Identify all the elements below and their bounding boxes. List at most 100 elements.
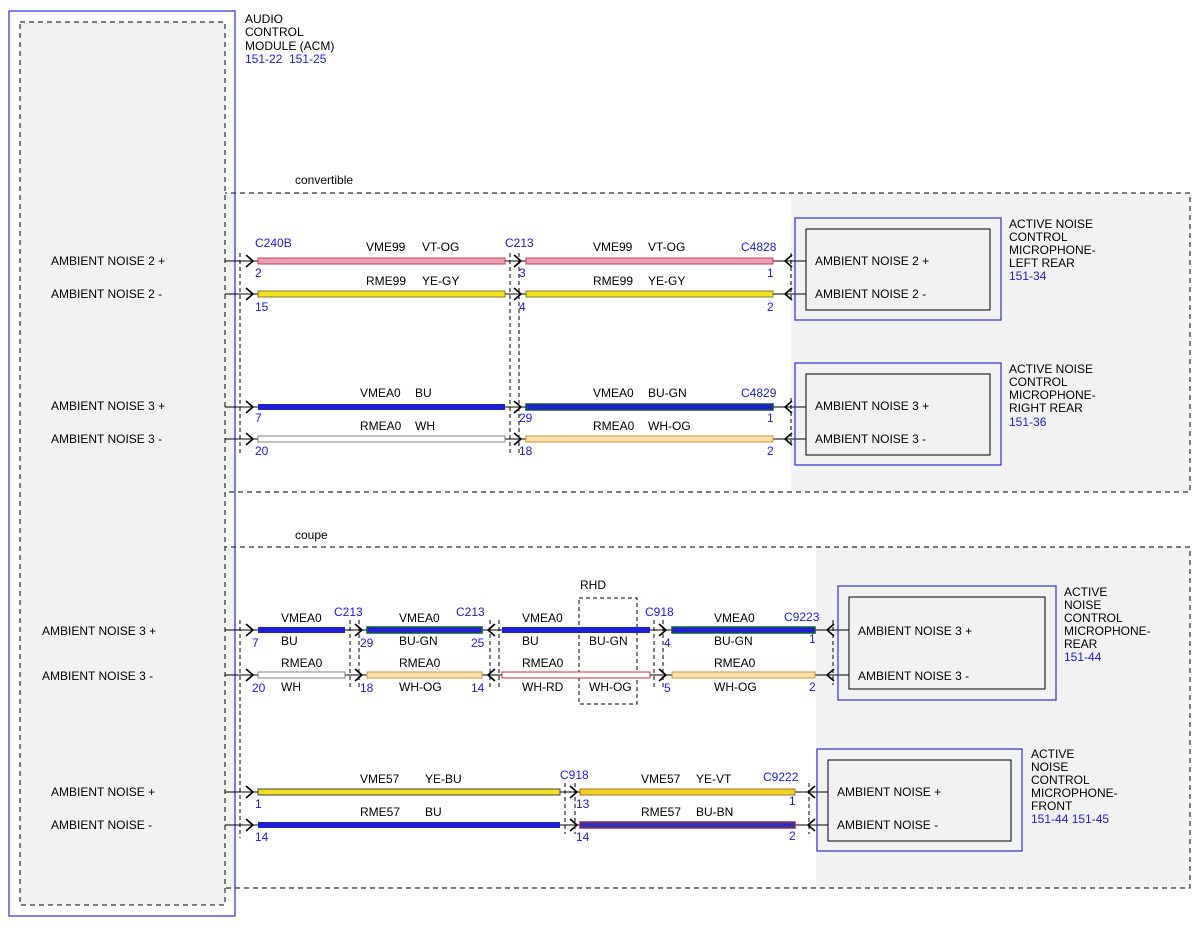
wire-id: RMEA0 <box>522 656 564 670</box>
pin-number: 1 <box>789 794 796 808</box>
acm-title-line2: CONTROL <box>245 25 304 39</box>
device-mic-front[interactable] <box>816 748 1023 852</box>
wire-id: VME57 <box>641 772 681 786</box>
device-title: CONTROL <box>1064 611 1123 625</box>
wire-rmea0-wh-og <box>525 435 774 443</box>
device-pin-label: AMBIENT NOISE + <box>837 785 941 799</box>
wire-color: BU-GN <box>399 634 438 648</box>
pin-number: 14 <box>576 830 590 844</box>
pin-number: 1 <box>809 632 816 646</box>
pin-number: 14 <box>471 681 485 695</box>
wire-color: WH-OG <box>589 680 632 694</box>
connector-chevrons <box>245 254 835 832</box>
wire-id: RMEA0 <box>360 419 402 433</box>
pin-number: 2 <box>809 680 816 694</box>
wire-id: VME99 <box>366 240 406 254</box>
acm-module-box[interactable] <box>8 10 236 917</box>
device-title: CONTROL <box>1009 230 1068 244</box>
pin-number: 4 <box>519 300 526 314</box>
connector-c9222[interactable]: C9222 <box>763 770 799 784</box>
rhd-label: RHD <box>580 578 606 592</box>
device-ref-link[interactable]: 151-36 <box>1009 415 1047 429</box>
pin-number: 7 <box>255 411 262 425</box>
wire-vmea0-bu <box>258 404 505 410</box>
device-ref-link[interactable]: 151-34 <box>1009 269 1047 283</box>
acm-title-line3: MODULE (ACM) <box>245 39 334 53</box>
device-ref-link[interactable]: 151-44 <box>1064 650 1102 664</box>
device-title: NOISE <box>1064 598 1101 612</box>
pin-number: 3 <box>519 266 526 280</box>
pin-number: 1 <box>767 411 774 425</box>
acm-pin-label: AMBIENT NOISE + <box>51 785 155 799</box>
device-title: LEFT REAR <box>1009 256 1075 270</box>
acm-pin-label: AMBIENT NOISE 3 - <box>51 432 162 446</box>
wire-rmea0-wh-og <box>671 671 816 679</box>
device-pin-label: AMBIENT NOISE 3 - <box>815 432 926 446</box>
acm-ref-link-2[interactable]: 151-25 <box>289 52 327 66</box>
acm-pin-label: AMBIENT NOISE 3 + <box>51 399 165 413</box>
wire-color: BU-GN <box>714 634 753 648</box>
wire-id: RME99 <box>593 274 633 288</box>
wire-color: BU <box>425 805 442 819</box>
wire-color: BU-BN <box>696 805 733 819</box>
wire-vmea0-bu-gn <box>366 626 483 634</box>
wire-id: VME99 <box>593 240 633 254</box>
wire-color: WH <box>281 680 301 694</box>
wire-vmea0-bu <box>258 627 345 633</box>
wire-id: VMEA0 <box>593 386 634 400</box>
wire-color: VT-OG <box>422 240 459 254</box>
connector-c918[interactable]: C918 <box>645 605 674 619</box>
device-pin-label: AMBIENT NOISE 3 + <box>815 399 929 413</box>
device-pin-label: AMBIENT NOISE - <box>837 818 938 832</box>
wire-id: VMEA0 <box>522 611 563 625</box>
connector-c240b[interactable]: C240B <box>255 236 292 250</box>
acm-pin-label: AMBIENT NOISE - <box>51 818 152 832</box>
wire-color: YE-BU <box>425 772 462 786</box>
connector-c213[interactable]: C213 <box>334 605 363 619</box>
wire-id: VMEA0 <box>714 611 755 625</box>
connector-c4828[interactable]: C4828 <box>741 240 777 254</box>
wire-color: VT-OG <box>648 240 685 254</box>
device-ref-link[interactable]: 151-44 151-45 <box>1031 812 1109 826</box>
wire-color: BU-GN <box>648 386 687 400</box>
wire-vme99-vt-og <box>257 257 506 265</box>
wire-color: BU-GN <box>589 634 628 648</box>
pin-number: 29 <box>519 411 533 425</box>
colored-wires <box>257 257 816 829</box>
connector-c213[interactable]: C213 <box>456 605 485 619</box>
wire-id: VMEA0 <box>360 386 401 400</box>
wire-color: YE-GY <box>422 274 459 288</box>
device-mic-right-rear[interactable] <box>794 362 1002 466</box>
pin-number: 5 <box>664 681 671 695</box>
wire-rmea0-wh <box>257 435 506 443</box>
device-title: MICROPHONE- <box>1009 243 1096 257</box>
wire-vmea0-bu-gn <box>671 626 816 634</box>
pin-number: 25 <box>471 636 485 650</box>
pin-numbers: 2 3 1 15 4 2 7 29 1 20 18 2 7 29 25 4 1 … <box>252 266 816 844</box>
device-title: ACTIVE NOISE <box>1009 362 1093 376</box>
device-title: ACTIVE NOISE <box>1009 217 1093 231</box>
wire-color: WH-OG <box>714 680 757 694</box>
connector-c9223[interactable]: C9223 <box>784 610 820 624</box>
pin-number: 15 <box>255 300 269 314</box>
connector-c918[interactable]: C918 <box>560 768 589 782</box>
wire-vmea0-bu-gn <box>525 403 774 411</box>
wire-color: WH <box>415 419 435 433</box>
connector-c213[interactable]: C213 <box>505 236 534 250</box>
acm-ref-link-1[interactable]: 151-22 <box>245 52 283 66</box>
connector-c4829[interactable]: C4829 <box>741 386 777 400</box>
device-pin-label: AMBIENT NOISE 3 + <box>858 624 972 638</box>
wire-vmea0-bu <box>502 627 650 633</box>
wire-rme57-bu <box>258 822 560 828</box>
device-pin-label: AMBIENT NOISE 2 - <box>815 287 926 301</box>
wire-id: VME57 <box>360 772 400 786</box>
wire-vme57-ye-vt <box>579 788 796 796</box>
pin-number: 18 <box>360 681 374 695</box>
device-mic-left-rear[interactable] <box>794 217 1002 321</box>
acm-pin-label: AMBIENT NOISE 2 + <box>51 254 165 268</box>
wire-color: WH-OG <box>648 419 691 433</box>
section-convertible-label: convertible <box>295 173 353 187</box>
device-title: CONTROL <box>1009 375 1068 389</box>
device-mic-rear[interactable] <box>837 585 1057 701</box>
